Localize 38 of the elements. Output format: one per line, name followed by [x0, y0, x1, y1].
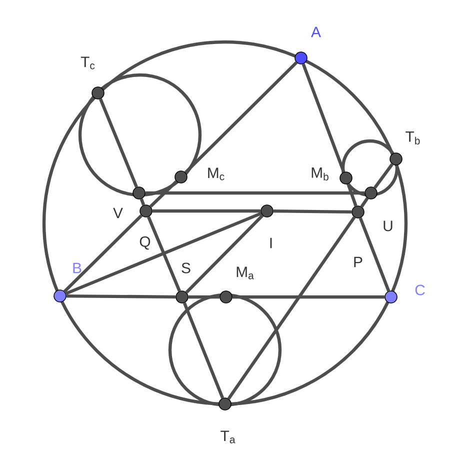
segment	[358, 217, 390, 292]
segment	[63, 214, 143, 293]
point-label: T$_{b}$	[406, 131, 420, 144]
segment	[98, 98, 138, 188]
point-label: T$_{c}$	[80, 56, 95, 70]
segment	[374, 163, 394, 189]
segment	[273, 209, 352, 214]
point	[364, 186, 378, 200]
segment	[145, 191, 365, 195]
segment	[232, 295, 385, 299]
segment	[302, 63, 346, 173]
segment	[65, 212, 262, 296]
segment	[185, 214, 264, 294]
segment	[227, 216, 356, 400]
point	[132, 186, 146, 200]
segment	[147, 216, 182, 292]
point-label: S	[182, 262, 190, 274]
point-label: T$_{a}$	[220, 430, 236, 444]
point-label: B	[73, 262, 82, 274]
point-label: P	[354, 256, 362, 268]
segment	[184, 61, 298, 174]
point-label: U	[384, 220, 392, 232]
segment	[182, 302, 224, 399]
point-label: M$_{a}$	[236, 266, 254, 280]
point-label: M$_{b}$	[312, 167, 328, 180]
point-label: V	[113, 208, 123, 218]
point-label: Q	[140, 236, 150, 250]
segment	[360, 197, 369, 208]
point-label: C	[415, 284, 425, 296]
point-label: M$_{c}$	[208, 168, 224, 180]
point-label: I	[270, 238, 272, 248]
segment	[346, 184, 358, 206]
segment	[149, 180, 178, 208]
point-label: A	[311, 26, 321, 38]
segment	[140, 198, 146, 206]
segment	[66, 294, 176, 299]
segment	[188, 295, 220, 299]
segment	[152, 209, 261, 213]
